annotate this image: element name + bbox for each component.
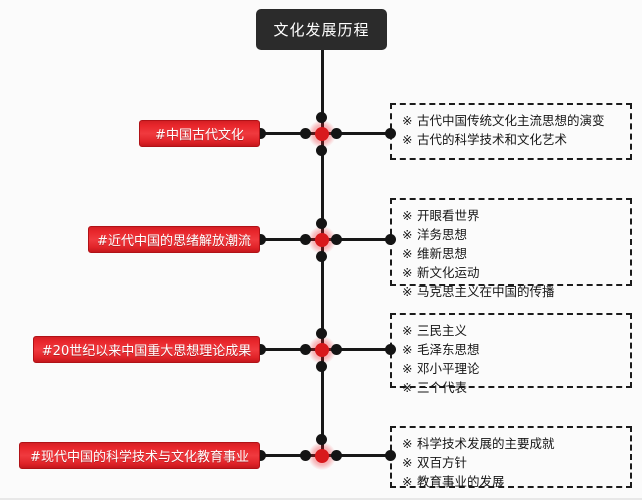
branch-2-box-dot [385, 234, 396, 245]
bullet-icon: ※ [402, 342, 413, 357]
branch-node-3[interactable] [308, 336, 336, 364]
branch-2-bottom-dot [316, 251, 327, 262]
diagram-title[interactable]: 文化发展历程 [256, 9, 387, 50]
bullet-icon: ※ [402, 436, 413, 451]
branch-3-detail-box: ※ 三民主义 ※ 毛泽东思想 ※ 邓小平理论 ※ 三个代表 [390, 313, 632, 395]
branch-3-box-dot [385, 344, 396, 355]
list-item: ※ 三个代表 [402, 378, 630, 397]
bullet-icon: ※ [402, 265, 413, 280]
branch-3-label-dot [255, 344, 266, 355]
list-item: ※ 毛泽东思想 [402, 340, 630, 359]
branch-1-box-dot [385, 128, 396, 139]
branch-label-3[interactable]: #20世纪以来中国重大思想理论成果 [33, 336, 260, 363]
branch-2-right-connector [321, 238, 391, 241]
branch-1-label-dot [255, 128, 266, 139]
list-item: ※ 洋务思想 [402, 225, 630, 244]
list-item-text: 古代的科学技术和文化艺术 [417, 132, 568, 147]
list-item: ※ 维新思想 [402, 244, 630, 263]
list-item: ※ 三民主义 [402, 321, 630, 340]
branch-1-right-dot [331, 128, 342, 139]
branch-4-right-dot [331, 450, 342, 461]
branch-4-label-dot [255, 450, 266, 461]
bullet-icon: ※ [402, 113, 413, 128]
branch-2-label-dot [255, 234, 266, 245]
list-item: ※ 邓小平理论 [402, 359, 630, 378]
list-item: ※ 教育事业的发展 [402, 472, 630, 491]
branch-3-left-dot [300, 344, 311, 355]
branch-label-2[interactable]: #近代中国的思绪解放潮流 [88, 226, 260, 253]
bullet-icon: ※ [402, 208, 413, 223]
branch-1-right-connector [321, 132, 391, 135]
bullet-icon: ※ [402, 380, 413, 395]
branch-2-left-connector [259, 238, 323, 241]
branch-label-4[interactable]: #现代中国的科学技术与文化教育事业 [19, 442, 260, 469]
branch-3-top-dot [316, 328, 327, 339]
bullet-icon: ※ [402, 284, 413, 299]
list-item-text: 科学技术发展的主要成就 [417, 436, 555, 451]
list-item: ※ 开眼看世界 [402, 206, 630, 225]
bullet-icon: ※ [402, 323, 413, 338]
branch-3-bottom-dot [316, 361, 327, 372]
branch-3-right-connector [321, 348, 391, 351]
bullet-icon: ※ [402, 361, 413, 376]
branch-3-right-dot [331, 344, 342, 355]
list-item-text: 三个代表 [417, 380, 468, 395]
list-item: ※ 科学技术发展的主要成就 [402, 434, 630, 453]
list-item-text: 新文化运动 [417, 265, 480, 280]
branch-4-left-connector [259, 454, 323, 457]
branch-2-top-dot [316, 218, 327, 229]
list-item: ※ 双百方针 [402, 453, 630, 472]
list-item-text: 三民主义 [417, 323, 468, 338]
list-item-text: 古代中国传统文化主流思想的演变 [417, 113, 605, 128]
list-item-text: 开眼看世界 [417, 208, 480, 223]
list-item-text: 毛泽东思想 [417, 342, 480, 357]
branch-label-1[interactable]: #中国古代文化 [139, 120, 260, 147]
branch-2-right-dot [331, 234, 342, 245]
branch-2-detail-box: ※ 开眼看世界 ※ 洋务思想 ※ 维新思想 ※ 新文化运动 ※ 马克思主义在中国的传播 [390, 198, 632, 299]
bullet-icon: ※ [402, 132, 413, 147]
branch-4-right-connector [321, 454, 391, 457]
node-core [315, 233, 329, 247]
list-item: ※ 古代中国传统文化主流思想的演变 [402, 111, 630, 130]
list-item-text: 维新思想 [417, 246, 468, 261]
bullet-icon: ※ [402, 455, 413, 470]
list-item-text: 双百方针 [417, 455, 468, 470]
branch-1-left-connector [259, 132, 323, 135]
list-item: ※ 新文化运动 [402, 263, 630, 282]
branch-4-box-dot [385, 450, 396, 461]
branch-3-left-connector [259, 348, 323, 351]
list-item-text: 洋务思想 [417, 227, 468, 242]
branch-2-left-dot [300, 234, 311, 245]
node-core [315, 343, 329, 357]
node-core [315, 449, 329, 463]
bullet-icon: ※ [402, 246, 413, 261]
branch-4-left-dot [300, 450, 311, 461]
branch-4-detail-box: ※ 科学技术发展的主要成就 ※ 双百方针 ※ 教育事业的发展 [390, 426, 632, 491]
bullet-icon: ※ [402, 474, 413, 489]
list-item: ※ 古代的科学技术和文化艺术 [402, 130, 630, 149]
list-item-text: 邓小平理论 [417, 361, 480, 376]
branch-1-detail-box: ※ 古代中国传统文化主流思想的演变 ※ 古代的科学技术和文化艺术 [390, 103, 632, 160]
branch-1-top-dot [316, 112, 327, 123]
node-core [315, 127, 329, 141]
list-item-text: 马克思主义在中国的传播 [417, 284, 555, 299]
branch-1-left-dot [300, 128, 311, 139]
branch-4-top-dot [316, 434, 327, 445]
list-item: ※ 马克思主义在中国的传播 [402, 282, 630, 301]
branch-1-bottom-dot [316, 145, 327, 156]
bullet-icon: ※ [402, 227, 413, 242]
list-item-text: 教育事业的发展 [417, 474, 505, 489]
